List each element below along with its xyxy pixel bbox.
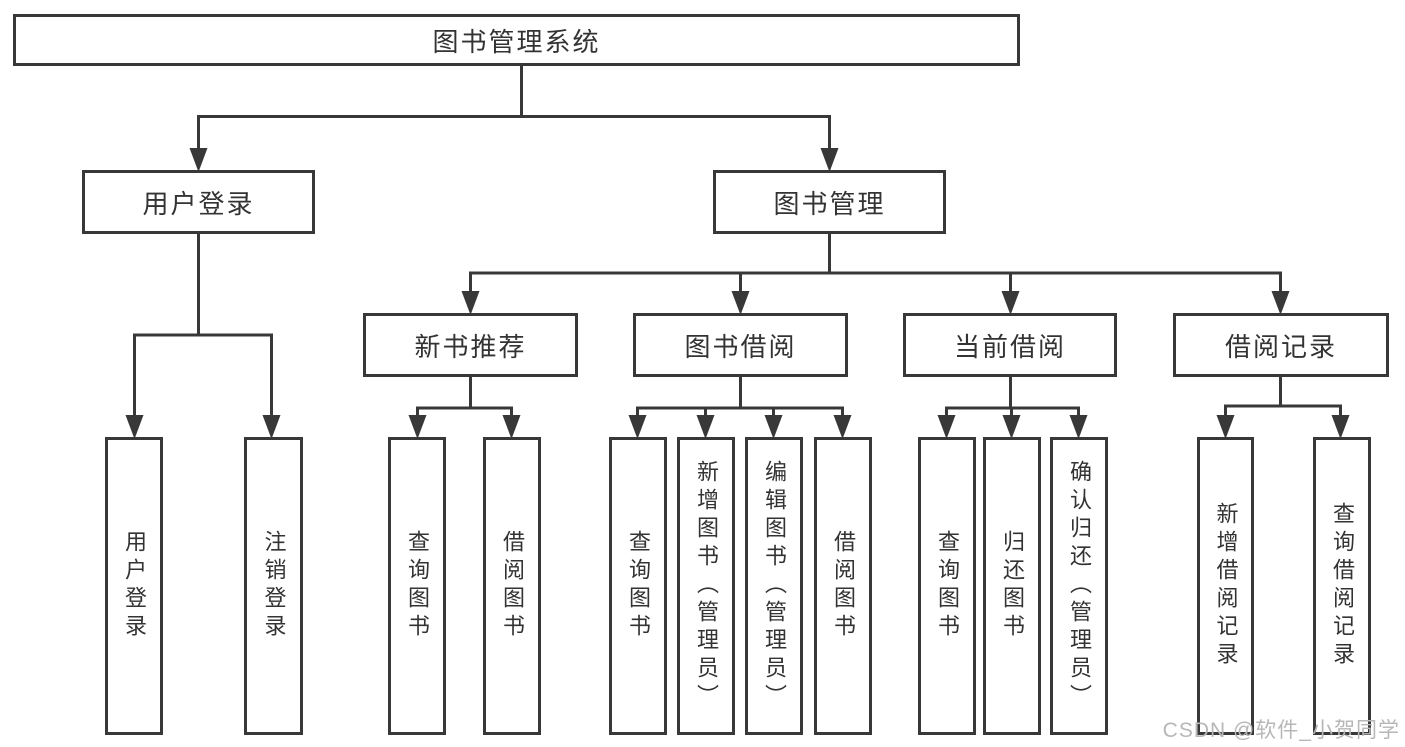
node-book-management: 图书管理 [713, 170, 946, 234]
leaf-add-book-admin: 新增图书（管理员） [677, 437, 735, 735]
leaf-borrow-books: 借阅图书 [814, 437, 872, 735]
arrow-down-icon [408, 415, 427, 439]
leaf-query-books-recommend: 查询图书 [388, 437, 446, 735]
arrow-down-icon [189, 148, 208, 172]
node-borrow-records: 借阅记录 [1173, 313, 1389, 377]
arrow-down-icon [502, 415, 521, 439]
node-current-borrow: 当前借阅 [903, 313, 1117, 377]
arrow-down-icon [1002, 415, 1021, 439]
watermark: CSDN @软件_小贺同学 [1162, 719, 1400, 742]
node-root: 图书管理系统 [13, 14, 1020, 66]
arrowhead-icons [125, 148, 1350, 439]
arrow-down-icon [628, 415, 647, 439]
arrow-down-icon [1216, 415, 1235, 439]
leaf-confirm-return-admin: 确认归还（管理员） [1050, 437, 1108, 735]
arrow-down-icon [833, 415, 852, 439]
leaf-query-books-current: 查询图书 [918, 437, 976, 735]
arrow-down-icon [731, 291, 750, 315]
arrow-down-icon [1271, 291, 1290, 315]
arrow-down-icon [764, 415, 783, 439]
node-book-borrow: 图书借阅 [633, 313, 848, 377]
arrow-down-icon [937, 415, 956, 439]
node-new-book-recommend: 新书推荐 [363, 313, 578, 377]
arrow-down-icon [1331, 415, 1350, 439]
leaf-query-borrow-record: 查询借阅记录 [1313, 437, 1371, 735]
arrow-down-icon [125, 415, 144, 439]
arrow-down-icon [1001, 291, 1020, 315]
arrow-down-icon [262, 415, 281, 439]
leaf-edit-book-admin: 编辑图书（管理员） [745, 437, 803, 735]
arrow-down-icon [461, 291, 480, 315]
arrow-down-icon [820, 148, 839, 172]
leaf-add-borrow-record: 新增借阅记录 [1197, 437, 1254, 735]
leaf-query-books-borrow: 查询图书 [609, 437, 667, 735]
arrow-down-icon [1069, 415, 1088, 439]
leaf-borrow-books-recommend: 借阅图书 [483, 437, 541, 735]
leaf-user-login: 用户登录 [105, 437, 163, 735]
leaf-logout: 注销登录 [244, 437, 303, 735]
arrow-down-icon [696, 415, 715, 439]
leaf-return-book: 归还图书 [983, 437, 1041, 735]
node-user-login: 用户登录 [82, 170, 315, 234]
